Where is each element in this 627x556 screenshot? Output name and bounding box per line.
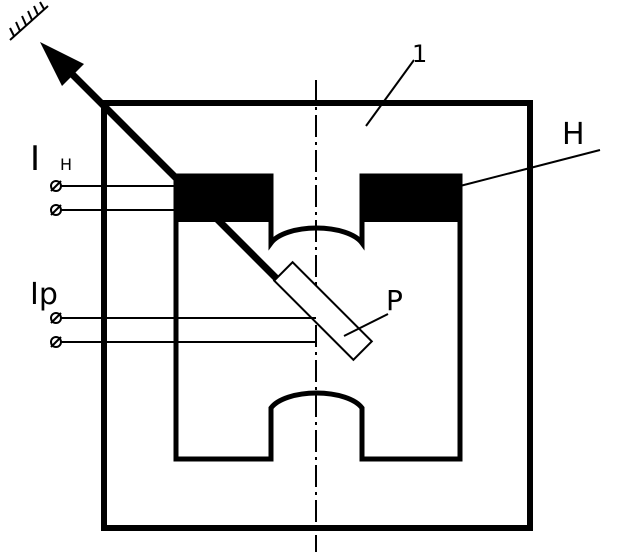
magnetic-core — [173, 173, 463, 462]
rotation-rod — [57, 59, 319, 321]
label-current-h: I — [30, 139, 40, 179]
scale-marks — [9, 1, 49, 41]
sensor-element-p — [272, 260, 374, 362]
leader-h — [459, 149, 601, 187]
leads-p — [56, 317, 316, 343]
leads-h — [56, 185, 176, 211]
label-current-h-sub: H — [60, 155, 72, 174]
label-coil-p: P — [386, 284, 403, 317]
label-coil-h: H — [562, 117, 585, 152]
label-current-p: Ip — [30, 277, 58, 312]
terminals — [50, 180, 62, 348]
label-ref-1: 1 — [412, 40, 427, 68]
winding-right — [362, 174, 460, 222]
winding-left — [176, 174, 272, 222]
leader-1 — [365, 59, 415, 127]
arrow-head — [40, 42, 84, 86]
leader-p — [343, 313, 389, 337]
